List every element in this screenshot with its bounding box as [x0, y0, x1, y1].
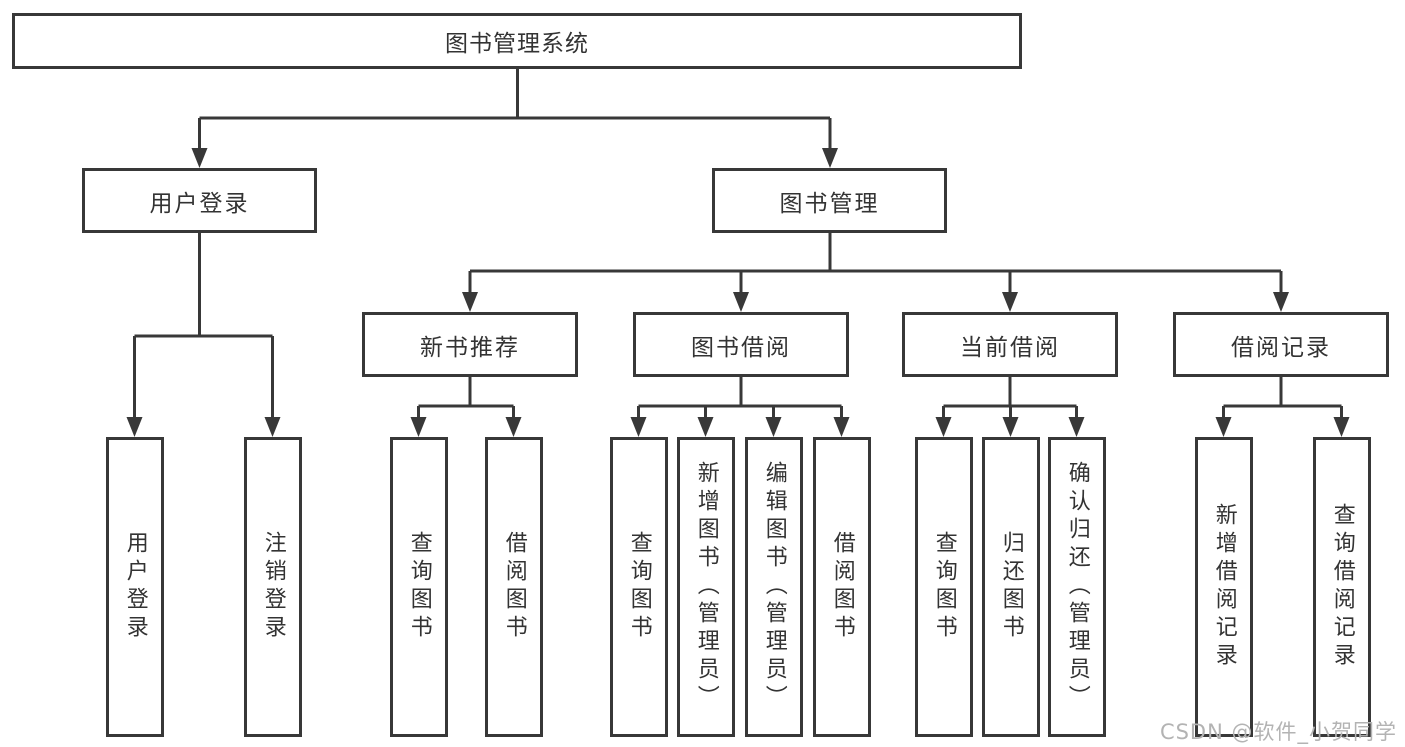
connector-book-management-split	[468, 233, 1283, 296]
connector-user-login-split	[133, 233, 274, 421]
arrow-icon	[264, 417, 281, 437]
arrow-icon	[126, 417, 143, 437]
arrow-icon	[191, 148, 208, 168]
arrow-icon	[733, 292, 749, 312]
node-label: 编辑图书（管理员）	[761, 461, 787, 713]
leaf-bb-borrow-books: 借阅图书	[813, 437, 871, 737]
node-label: 查询借阅记录	[1329, 503, 1355, 671]
arrow-icon	[1002, 292, 1018, 312]
leaf-bb-edit-books-admin: 编辑图书（管理员）	[745, 437, 803, 737]
connector-borrow-records-split	[1222, 377, 1343, 421]
node-user-login: 用户登录	[82, 168, 317, 233]
leaf-nb-query-books: 查询图书	[390, 437, 448, 737]
leaf-user-login: 用户登录	[106, 437, 164, 737]
node-label: 新增借阅记录	[1211, 503, 1237, 671]
node-label: 查询图书	[406, 531, 432, 643]
connector-current-borrow-split	[942, 377, 1078, 421]
node-label: 归还图书	[998, 531, 1024, 643]
arrow-icon	[1333, 417, 1350, 437]
leaf-bb-query-books: 查询图书	[610, 437, 668, 737]
arrow-icon	[410, 417, 427, 437]
connector-book-borrow-split	[637, 377, 843, 421]
node-borrow-records: 借阅记录	[1173, 312, 1389, 377]
node-label: 新书推荐	[420, 334, 520, 361]
node-label: 当前借阅	[960, 334, 1060, 361]
arrow-icon	[630, 417, 647, 437]
csdn-watermark: CSDN @软件_小贺同学	[1159, 720, 1397, 744]
arrow-icon	[505, 417, 522, 437]
leaf-nb-borrow-books: 借阅图书	[485, 437, 543, 737]
leaf-bb-add-books-admin: 新增图书（管理员）	[677, 437, 735, 737]
node-label: 图书管理	[779, 190, 880, 217]
arrow-icon	[462, 292, 478, 312]
node-label: 注销登录	[260, 531, 286, 643]
arrowheads	[126, 148, 1350, 437]
node-new-book-recommend: 新书推荐	[362, 312, 578, 377]
node-label: 用户登录	[122, 531, 148, 643]
arrow-icon	[1068, 417, 1085, 437]
arrow-icon	[822, 148, 838, 168]
arrow-icon	[833, 417, 850, 437]
node-label: 用户登录	[149, 190, 250, 217]
node-book-borrow: 图书借阅	[633, 312, 849, 377]
node-label: 查询图书	[931, 531, 957, 643]
connector-root-split	[198, 69, 832, 152]
leaf-cb-query-books: 查询图书	[915, 437, 973, 737]
leaf-logout-login: 注销登录	[244, 437, 302, 737]
node-label: 图书管理系统	[445, 31, 589, 57]
node-label: 图书借阅	[691, 334, 791, 361]
arrow-icon	[935, 417, 952, 437]
arrow-icon	[697, 417, 714, 437]
node-current-borrow: 当前借阅	[902, 312, 1118, 377]
leaf-cb-return-books: 归还图书	[982, 437, 1040, 737]
connector-new-book-split	[417, 377, 515, 421]
arrow-icon	[765, 417, 782, 437]
leaf-cb-confirm-return-admin: 确认归还（管理员）	[1048, 437, 1106, 737]
arrow-icon	[1273, 292, 1289, 312]
node-label: 确认归还（管理员）	[1064, 461, 1090, 713]
node-label: 查询图书	[626, 531, 652, 643]
node-label: 借阅图书	[501, 531, 527, 643]
node-label: 借阅图书	[829, 531, 855, 643]
leaf-br-query-borrow-record: 查询借阅记录	[1313, 437, 1371, 737]
node-label: 新增图书（管理员）	[693, 461, 719, 713]
node-label: 借阅记录	[1231, 334, 1331, 361]
node-book-management: 图书管理	[712, 168, 947, 233]
leaf-br-add-borrow-record: 新增借阅记录	[1195, 437, 1253, 737]
arrow-icon	[1215, 417, 1232, 437]
arrow-icon	[1002, 417, 1019, 437]
node-library-management-system: 图书管理系统	[12, 13, 1022, 69]
